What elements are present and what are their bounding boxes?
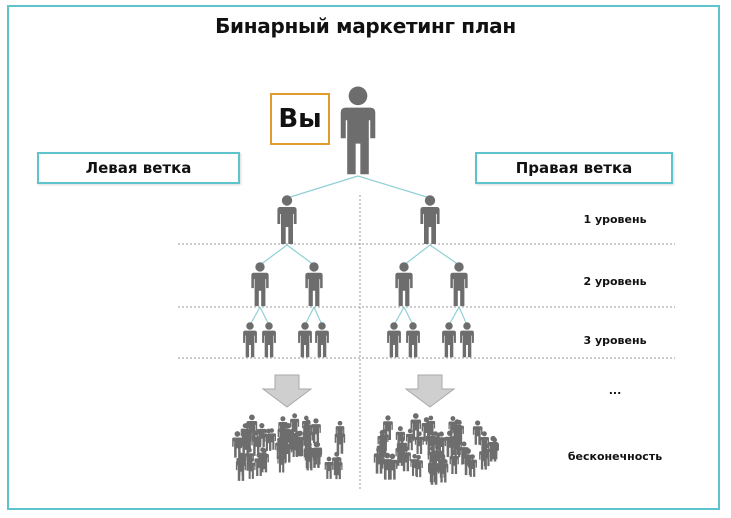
you-person (340, 86, 376, 175)
connector-root-1 (286, 175, 359, 199)
level3-person-5 (387, 322, 401, 358)
level1-person-1 (277, 195, 297, 244)
level3-person-1 (243, 322, 257, 358)
level3-person-7 (442, 322, 456, 358)
right-branch-box: Правая ветка (475, 152, 673, 184)
level3-person-2 (262, 322, 276, 358)
right-crowd-person-18 (414, 431, 424, 455)
down-arrows (261, 374, 456, 408)
connector-l2-l3-4 (313, 306, 323, 326)
level1-person-2 (420, 195, 440, 244)
diagram-title: Бинарный маркетинг план (215, 14, 516, 38)
connector-l1-l2-2 (286, 244, 315, 266)
connector-l2-l3-6 (403, 306, 414, 326)
connector-l2-l3-5 (393, 306, 405, 326)
level-1-label: 1 уровень (583, 213, 647, 226)
level3-person-6 (406, 322, 420, 358)
level3-person-8 (460, 322, 474, 358)
level2-person-3 (395, 262, 413, 307)
level-2-label: 2 уровень (583, 275, 647, 288)
connector-l1-l2-3 (403, 244, 431, 266)
connector-l1-l2-1 (259, 244, 288, 266)
level-separators (178, 195, 675, 490)
connector-l2-l3-8 (458, 306, 468, 326)
level-infinity-label: бесконечность (567, 450, 663, 463)
tree-connectors (249, 175, 468, 326)
connector-root-2 (357, 175, 431, 199)
connector-l2-l3-1 (249, 306, 261, 326)
connector-l2-l3-2 (259, 306, 270, 326)
connector-l1-l2-4 (429, 244, 460, 266)
connector-l2-l3-7 (448, 306, 460, 326)
level-3-label: 3 уровень (583, 334, 647, 347)
connector-l2-l3-3 (304, 306, 315, 326)
left-crowd-person-42 (324, 456, 334, 479)
level2-person-1 (251, 262, 269, 307)
level-more-label: ... (608, 384, 622, 397)
tree-people (243, 86, 474, 358)
right-down-arrow (404, 374, 456, 408)
level3-person-3 (298, 322, 312, 358)
right-crowd-person-8 (472, 420, 483, 445)
level3-person-4 (315, 322, 329, 358)
you-label-box: Вы (270, 93, 330, 145)
left-down-arrow (261, 374, 313, 408)
level2-person-2 (305, 262, 323, 307)
left-branch-box: Левая ветка (37, 152, 240, 184)
crowds (232, 413, 499, 485)
level2-person-4 (450, 262, 468, 307)
